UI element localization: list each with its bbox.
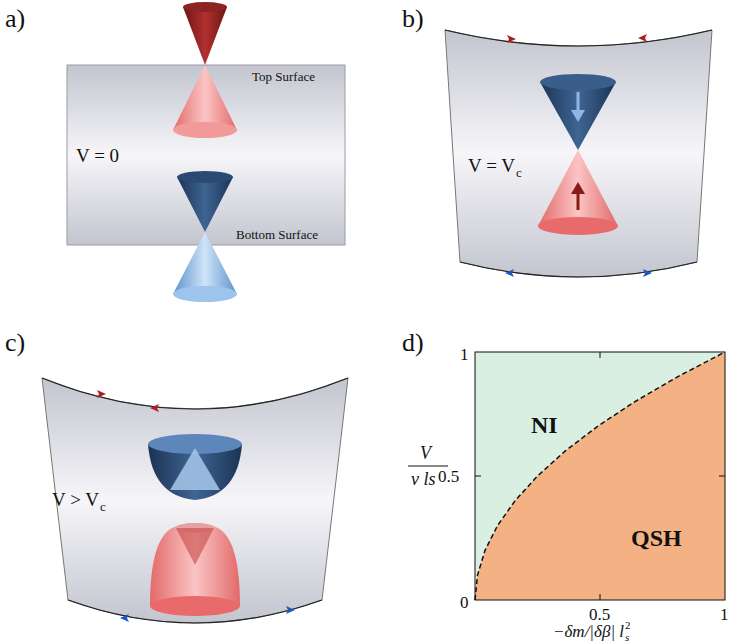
subscript: c [100,500,106,513]
panel-letter: c) [5,330,25,356]
tick-label: 0 [460,594,469,611]
bias-label: V = V [468,156,515,175]
bias-label: V = 0 [76,146,119,165]
tick-label: 0.5 [438,468,459,485]
tick-label: 1 [720,606,729,623]
tick-label: 0.5 [589,606,610,623]
phase-label: NI [531,413,558,437]
bias-label: V > V [52,490,99,509]
axis-label: −δm/|δβ| l [553,623,624,640]
panel-letter: a) [5,6,25,32]
subscript: s [625,632,629,642]
subscript: c [516,166,522,179]
phase-label: QSH [631,526,682,550]
axis-label: v ls [411,470,436,488]
panel-letter: d) [402,330,424,356]
superscript: 2 [625,620,631,631]
surface-label: Bottom Surface [236,228,318,241]
axis-label: V [420,444,431,462]
surface-label: Top Surface [252,70,315,83]
tick-label: 1 [460,346,469,363]
panel-letter: b) [402,6,424,32]
